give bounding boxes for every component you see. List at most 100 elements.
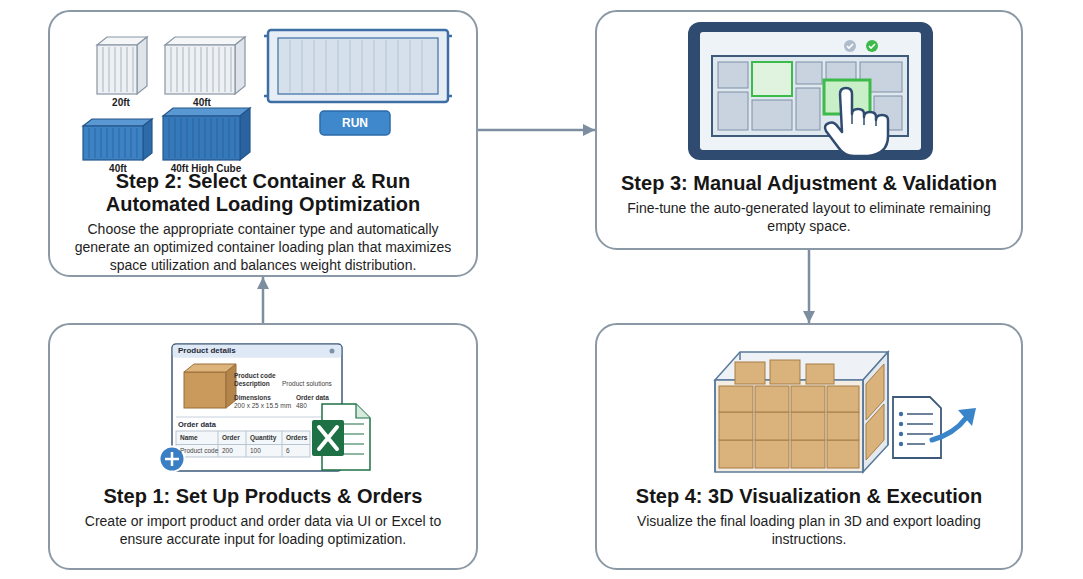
tablet-icon-part	[718, 62, 748, 88]
step-box: Step 1: Set Up Products & OrdersCreate o…	[48, 323, 478, 570]
container-size-label: 40ft High Cube	[171, 164, 242, 174]
table-cell: 200	[222, 448, 233, 455]
excel-icon-part	[312, 420, 344, 456]
loaded-container-3d-part	[755, 440, 789, 468]
run-button-part	[320, 111, 390, 135]
loaded-container-3d-part	[715, 380, 863, 472]
tablet-icon	[688, 22, 933, 160]
open-container-part	[264, 36, 452, 96]
tablet-icon-part	[752, 62, 792, 96]
step-description: Visualize the final loading plan in 3D a…	[611, 512, 1007, 548]
flow-arrow	[478, 129, 595, 132]
container-icons	[83, 37, 250, 160]
container-size-label: 40ft	[193, 98, 211, 108]
loaded-container-3d-part	[770, 360, 800, 384]
tablet-icon-part	[796, 88, 820, 130]
container-icons-part	[89, 128, 137, 158]
field-value: 200 x 25 x 15.5 mm	[234, 403, 291, 410]
field-value: Product solutions	[282, 381, 332, 388]
loaded-container-3d-part	[791, 386, 825, 412]
document-export-icon-part	[907, 433, 933, 435]
loaded-container-3d-part	[827, 412, 859, 440]
loaded-container-3d-part	[755, 412, 789, 440]
loaded-container-3d-part	[866, 404, 884, 460]
field-value: 480	[296, 403, 307, 410]
loaded-container-3d-part	[827, 386, 859, 412]
field-label: Product code	[234, 373, 276, 380]
table-cell: Orders	[286, 435, 307, 442]
loaded-container-3d-part	[791, 440, 825, 468]
document-export-icon-part	[899, 432, 903, 436]
product-window-part	[176, 431, 310, 457]
loaded-container-3d-part	[715, 352, 888, 472]
excel-icon-part	[319, 427, 337, 449]
table-cell: Quantity	[250, 435, 276, 442]
container-icons-part	[103, 47, 133, 92]
step-heading: Step 2: Select Container & Run Automated…	[64, 170, 462, 216]
product-window-part	[173, 345, 342, 358]
tablet-icon-part	[688, 22, 933, 160]
add-icon-part	[165, 452, 179, 466]
container-size-label: 20ft	[112, 98, 130, 108]
document-export-icon-part	[932, 418, 966, 440]
container-size-label: 40ft	[109, 164, 127, 174]
field-label: Dimensions	[234, 395, 271, 402]
table-cell: 100	[250, 448, 261, 455]
container-icons-part	[143, 119, 152, 160]
open-container-part	[278, 38, 438, 94]
container-icons-part	[235, 37, 245, 94]
window-title: Product details	[178, 347, 236, 355]
hand-cursor-part	[825, 88, 888, 156]
loaded-container-3d-part	[719, 386, 753, 412]
product-window-part	[176, 417, 338, 418]
container-icons-part	[97, 45, 137, 94]
loaded-container-3d-part	[806, 364, 834, 384]
run-button	[320, 111, 390, 135]
container-icons-part	[83, 126, 143, 160]
container-icons-part	[83, 119, 152, 126]
tablet-icon-part	[844, 40, 856, 52]
table-cell: 6	[286, 448, 290, 455]
button-label: RUN	[342, 117, 368, 129]
container-icons-part	[169, 118, 235, 158]
excel-icon	[312, 404, 370, 470]
container-icons-part	[165, 37, 245, 45]
field-label: Order data	[296, 395, 329, 402]
container-icons-part	[240, 108, 250, 160]
open-container	[264, 30, 452, 102]
document-export-icon-part	[907, 423, 933, 425]
section-title: Order data	[178, 421, 216, 429]
loaded-container-3d-part	[791, 412, 825, 440]
document-export-icon-part	[907, 413, 933, 415]
tablet-icon-part	[869, 44, 875, 48]
step-heading: Step 3: Manual Adjustment & Validation	[621, 172, 997, 195]
loaded-container-3d-part	[719, 440, 753, 468]
open-container-part	[290, 40, 422, 92]
step-description: Create or import product and order data …	[64, 512, 462, 548]
document-export-icon-part	[893, 397, 941, 458]
tablet-icon-part	[847, 44, 853, 48]
table-cell: Product code	[180, 448, 218, 455]
loaded-container-3d-part	[719, 412, 753, 440]
product-window-part	[176, 431, 310, 457]
step-box: Step 3: Manual Adjustment & ValidationFi…	[595, 10, 1023, 250]
loaded-container-3d-part	[755, 386, 789, 412]
hand-cursor-part	[852, 114, 876, 126]
step-box: Step 4: 3D Visualization & ExecutionVisu…	[595, 323, 1023, 570]
step-description: Fine-tune the auto-generated layout to e…	[611, 199, 1007, 235]
hand-cursor	[825, 88, 888, 156]
step-heading: Step 1: Set Up Products & Orders	[104, 485, 423, 508]
flow-arrow	[262, 277, 265, 323]
flow-arrow	[808, 250, 811, 323]
document-export-icon-part	[899, 412, 903, 416]
field-label: Description	[234, 381, 270, 388]
step-description: Choose the appropriate container type an…	[64, 220, 462, 275]
tablet-icon-part	[752, 100, 792, 130]
excel-icon-part	[356, 404, 370, 418]
container-icons-part	[171, 47, 231, 92]
table-cell: Name	[180, 435, 198, 442]
container-icons-part	[163, 108, 250, 116]
tablet-icon-part	[718, 92, 748, 130]
document-export-icon-part	[899, 442, 903, 446]
loaded-container-3d-part	[735, 362, 765, 384]
